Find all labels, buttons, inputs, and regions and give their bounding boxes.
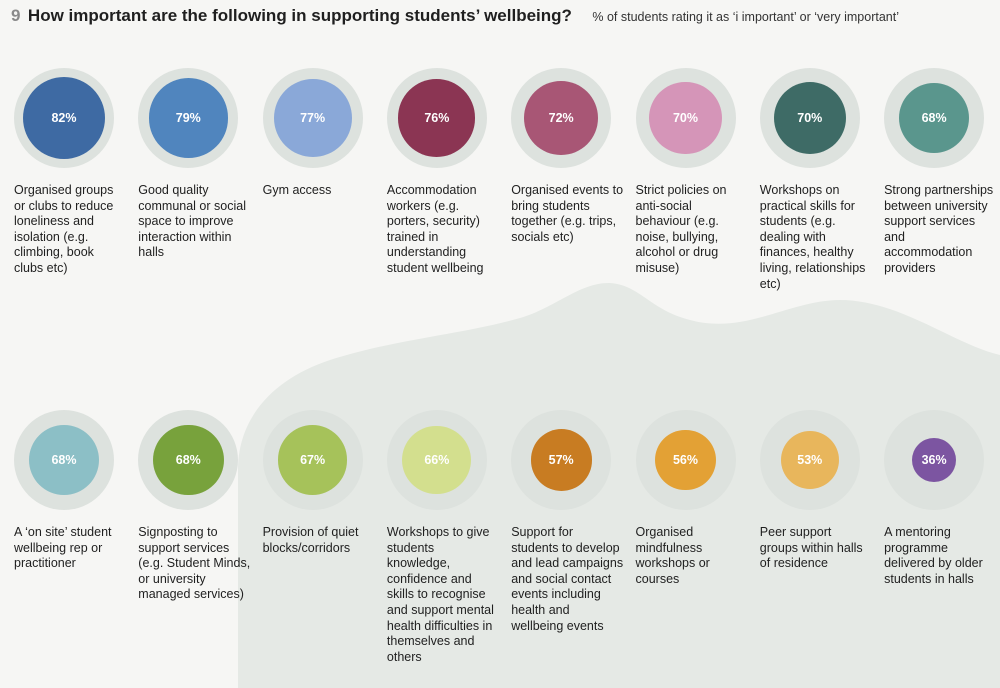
bubble-mark: 57% (530, 429, 592, 491)
bubble-mark: 79% (148, 78, 229, 158)
bubble-value-label: 68% (175, 452, 201, 467)
bubble-category-label: Gym access (262, 183, 332, 197)
bubble-mark: 77% (273, 79, 352, 157)
bubble-category-label: Strong partnerships between university s… (884, 183, 994, 275)
bubble-category-label: Organised groups or clubs to reduce lone… (14, 183, 114, 275)
bubble-value-label: 36% (921, 453, 947, 467)
bubble-value-label: 66% (424, 452, 450, 467)
bubble-category-label: Peer support groups within halls of resi… (759, 525, 863, 571)
bubble-mark: 56% (655, 429, 716, 491)
bubble-mark: 66% (402, 425, 472, 495)
chart-title: How important are the following in suppo… (27, 6, 572, 25)
bubble-category-label: A mentoring programme delivered by older… (884, 525, 983, 586)
bubble-category-label: Provision of quiet blocks/corridors (262, 525, 359, 555)
bubble-mark: 70% (649, 81, 722, 155)
bubble-mark: 53% (780, 430, 839, 489)
bubble-mark: 68% (28, 424, 100, 496)
bubble-value-label: 79% (175, 110, 201, 125)
bubble-value-label: 53% (797, 452, 823, 467)
bubble-value-label: 70% (797, 110, 823, 125)
chart-subtitle: % of students rating it as ‘i important’… (592, 10, 899, 24)
bubble-mark: 68% (898, 82, 970, 154)
bubble-mark: 68% (153, 424, 224, 496)
bubble-value-label: 77% (300, 110, 326, 125)
bubble-category-label: Accommodation workers (e.g. porters, sec… (386, 183, 484, 275)
bubble-category-label: Support for students to develop and lead… (511, 525, 624, 633)
bubble-category-label: Workshops on practical skills for studen… (759, 183, 866, 291)
question-number: 9 (11, 6, 21, 25)
bubble-mark: 36% (912, 438, 957, 482)
bubble-value-label: 56% (672, 452, 698, 467)
bubble-mark: 76% (398, 79, 476, 157)
chart-header: 9 How important are the following in sup… (11, 6, 899, 26)
bubble-mark: 70% (773, 81, 846, 155)
bubble-value-label: 68% (51, 452, 77, 467)
bubble-category-label: Workshops to give students knowledge, co… (386, 525, 494, 664)
bubble-mark: 82% (23, 77, 105, 159)
bubble-value-label: 70% (672, 110, 698, 125)
bubble-value-label: 72% (548, 110, 574, 125)
bubble-value-label: 67% (300, 452, 326, 467)
bubble-category-label: A ‘on site’ student wellbeing rep or pra… (14, 525, 112, 571)
bubble-category-label: Signposting to support services (e.g. St… (138, 525, 251, 602)
bubble-value-label: 68% (921, 110, 947, 125)
bubble-mark: 67% (277, 425, 348, 495)
bubble-category-label: Organised mindfulness workshops or cours… (635, 525, 710, 586)
bubble-value-label: 57% (548, 452, 574, 467)
bubble-value-label: 82% (51, 111, 77, 125)
bubble-category-label: Good quality communal or social space to… (138, 183, 246, 260)
decorative-hill-shape (238, 282, 1000, 688)
bubble-category-label: Strict policies on anti-social behaviour… (635, 183, 727, 275)
bubble-category-label: Organised events to bring students toget… (511, 183, 624, 244)
bubble-value-label: 76% (424, 110, 450, 125)
bubble-mark: 72% (524, 81, 599, 155)
